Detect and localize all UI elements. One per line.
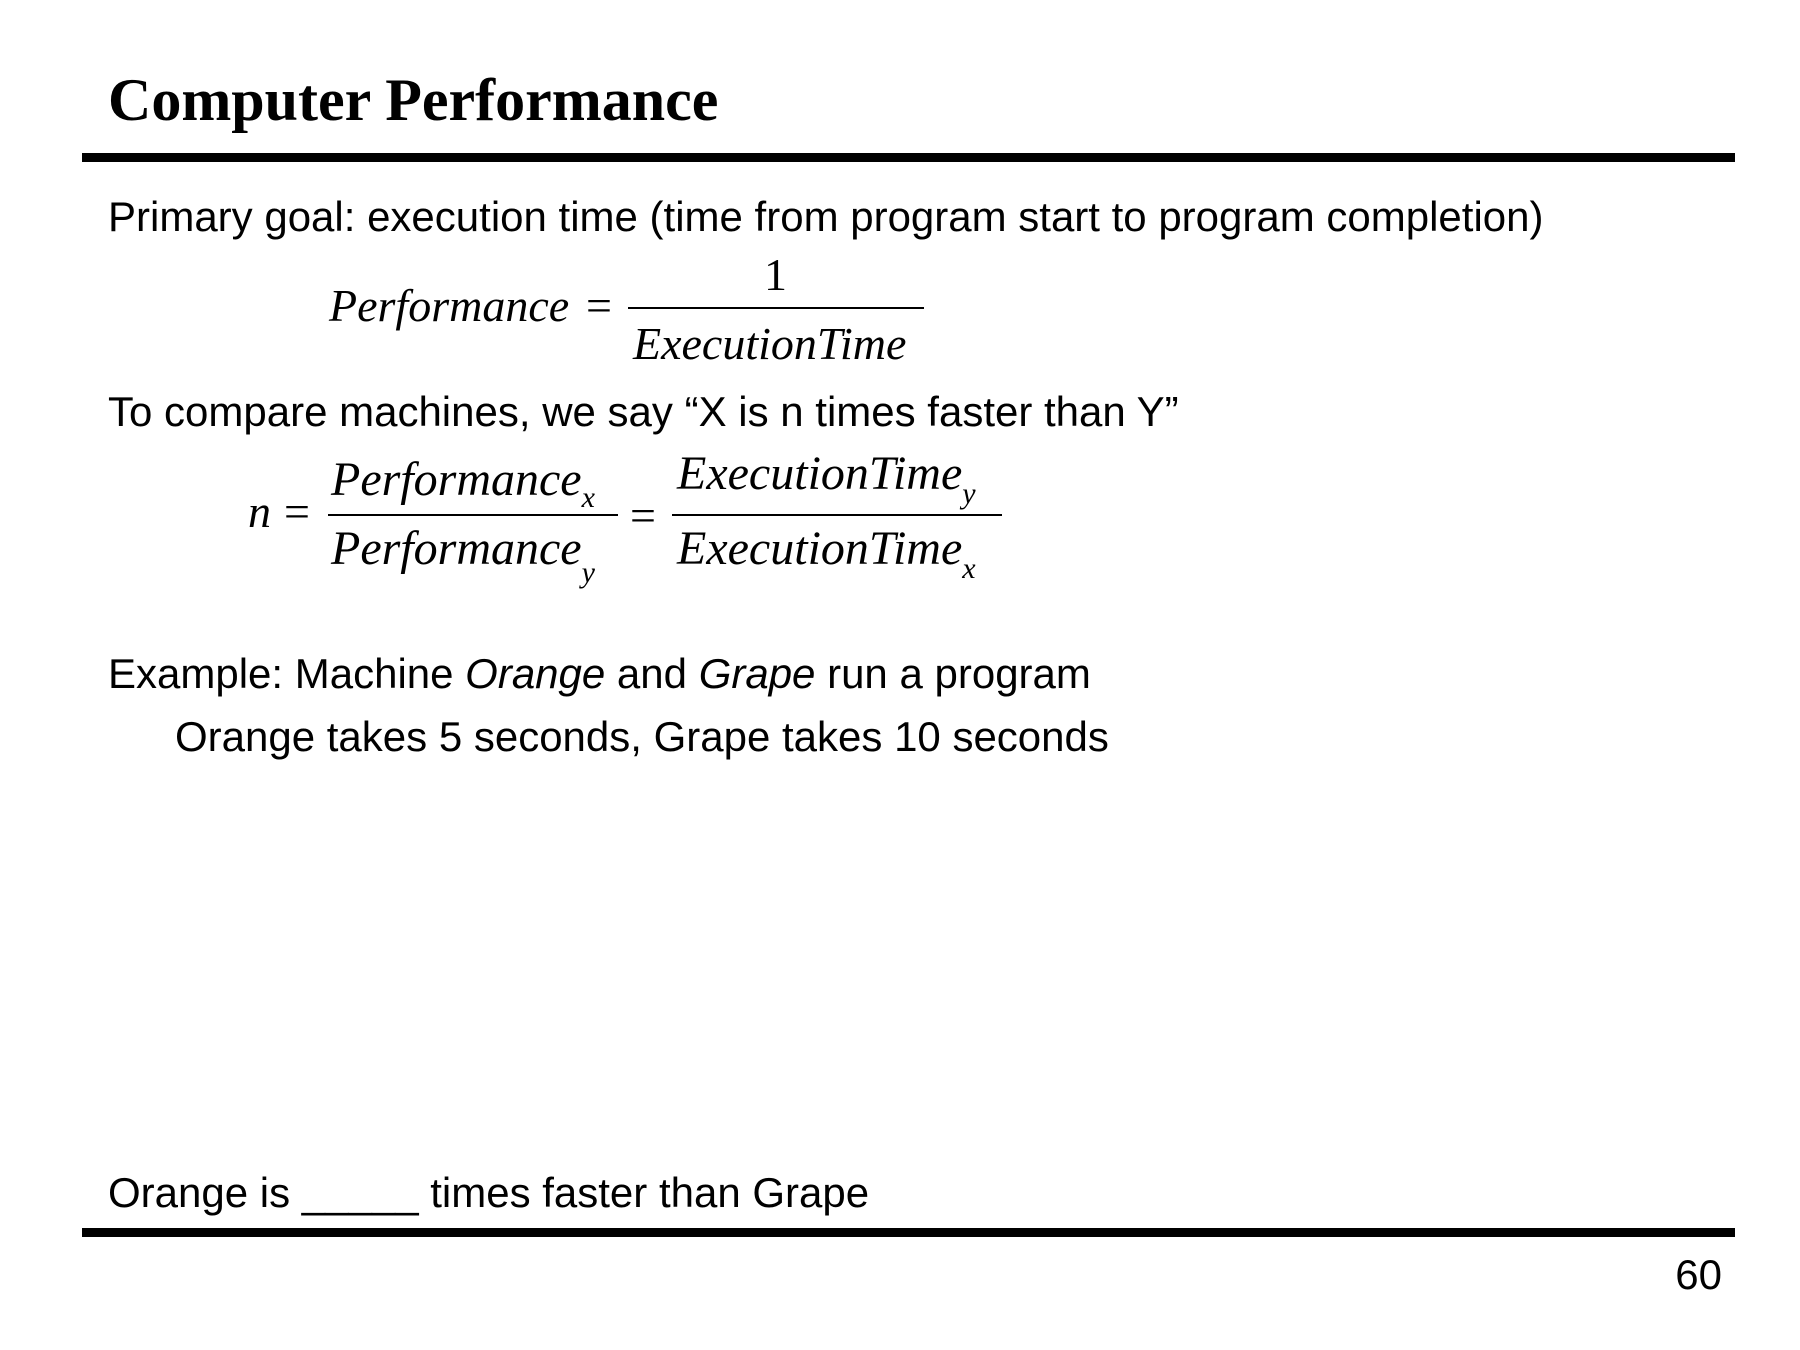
formula2-numerator-2: ExecutionTimey [677,446,976,510]
formula2-fraction-bar-1 [328,514,618,516]
formula2-numerator-2-base: ExecutionTime [677,447,963,500]
formula2-equals-1: = [284,486,310,537]
formula1-numerator: 1 [764,249,787,300]
footer-rule [82,1228,1735,1237]
page-number: 60 [1675,1251,1722,1298]
formula2-denominator-1-base: Performance [331,522,582,575]
formula2-denominator-1: Performancey [331,521,595,589]
example-text: Example: Machine Orange and Grape run a … [108,647,1091,701]
formula2-denominator-2-sub: x [962,552,976,585]
question-text: Orange is _____ times faster than Grape [108,1169,870,1216]
example-detail-text: Orange takes 5 seconds, Grape takes 10 s… [175,713,1109,760]
formula2-numerator-1: Performancex [331,452,595,514]
formula1-equals: = [586,280,612,331]
formula2-equals-2: = [630,490,656,541]
example-machine-orange: Orange [465,650,606,697]
title-underline [82,153,1735,162]
formula2-denominator-2: ExecutionTimex [677,521,976,585]
formula2-lhs: n [248,486,271,537]
formula1-lhs: Performance [329,280,570,331]
example-middle: and [605,650,699,697]
formula2-denominator-2-base: ExecutionTime [677,522,963,575]
slide-title: Computer Performance [108,67,719,133]
example-suffix: run a program [815,650,1091,697]
example-machine-grape: Grape [698,650,816,697]
formula2-numerator-2-sub: y [962,477,976,510]
formula2-numerator-1-sub: x [581,481,595,514]
formula2-numerator-1-base: Performance [331,453,582,506]
formula2-fraction-bar-2 [672,514,1002,516]
example-prefix: Example: Machine [108,650,466,697]
formula1-denominator: ExecutionTime [633,318,907,369]
compare-machines-text: To compare machines, we say “X is n time… [108,388,1179,435]
formula1-fraction-bar [628,307,924,309]
formula2-denominator-1-sub: y [581,556,595,589]
primary-goal-text: Primary goal: execution time (time from … [108,193,1544,240]
